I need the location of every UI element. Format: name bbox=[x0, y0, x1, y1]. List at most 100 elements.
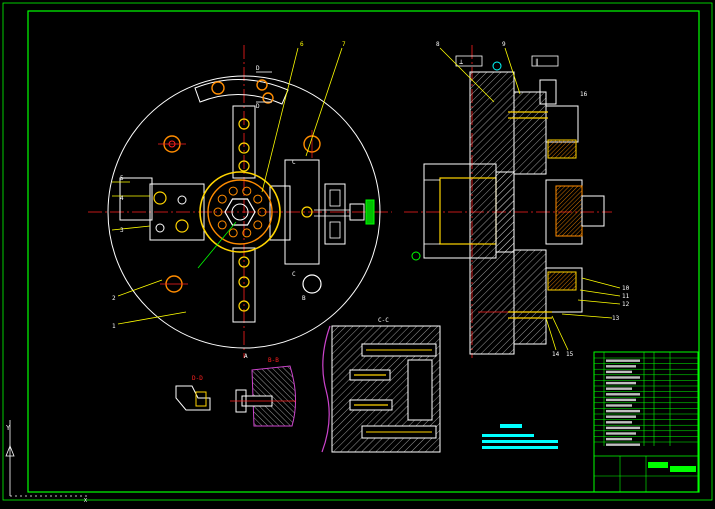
view-marker-a: A bbox=[244, 353, 248, 360]
chuck-hex-nut bbox=[224, 198, 256, 226]
bom-row-text bbox=[606, 398, 636, 402]
notes-heading-bar bbox=[500, 424, 522, 428]
section-bb-view: B-B bbox=[230, 357, 296, 427]
side-cap-top bbox=[539, 79, 557, 105]
arm-upper-bolt-2 bbox=[238, 142, 250, 154]
bom-row-text bbox=[606, 421, 632, 424]
chuck-outer bbox=[199, 171, 281, 253]
arm-upper-bolt-3 bbox=[238, 160, 250, 172]
chuck-hole bbox=[253, 194, 263, 204]
ucs-x-label: X bbox=[84, 498, 87, 504]
chuck-hole bbox=[253, 220, 263, 230]
view-marker-b: B bbox=[302, 295, 306, 302]
plate-upper bbox=[513, 91, 547, 175]
arm-upper-bolt-1 bbox=[238, 118, 250, 130]
balloon-3: 3 bbox=[120, 227, 124, 234]
notes-line-1 bbox=[482, 434, 534, 437]
side-shaft-nut bbox=[555, 185, 583, 237]
bom-row-text bbox=[606, 393, 640, 396]
balloon-2: 2 bbox=[112, 295, 116, 302]
chuck-hole bbox=[242, 186, 252, 196]
view-marker-c-top: C bbox=[292, 159, 296, 166]
top-arc-slot bbox=[194, 79, 289, 105]
chuck-hole-ring bbox=[213, 186, 267, 238]
section-dd-body bbox=[175, 385, 211, 411]
clamp-screw-head bbox=[349, 203, 365, 221]
right-clamp-block bbox=[284, 159, 320, 265]
arm-upper bbox=[232, 105, 256, 179]
bom-row-text bbox=[606, 437, 632, 441]
section-dd-label: D-D bbox=[192, 375, 203, 382]
balloon-16: 16 bbox=[580, 91, 588, 98]
locating-hole-lower-right bbox=[302, 274, 322, 294]
tolerance-frame-2 bbox=[531, 55, 559, 67]
balloon-7: 7 bbox=[342, 41, 346, 48]
left-clamp-bolt-2 bbox=[177, 195, 187, 205]
plate-lower bbox=[513, 249, 547, 345]
front-leaders bbox=[111, 47, 343, 325]
balloon-1: 1 bbox=[112, 323, 116, 330]
bom-row-text bbox=[606, 409, 640, 413]
balloon-10: 10 bbox=[622, 285, 630, 292]
bom-row-text bbox=[606, 359, 640, 362]
view-marker-d-top: D bbox=[256, 65, 260, 72]
balloon-4: 4 bbox=[120, 195, 124, 202]
ucs-axis-icon: Y X bbox=[5, 420, 90, 504]
notes-line-2 bbox=[482, 440, 558, 443]
balloon-15: 15 bbox=[566, 351, 574, 358]
bom-row-text bbox=[606, 381, 636, 385]
front-view: D D C C B A 1 2 3 4 5 6 7 bbox=[88, 41, 392, 360]
side-block-top bbox=[545, 105, 579, 143]
tolerance-symbol-2: ∥ bbox=[535, 58, 539, 66]
side-shaft-end bbox=[581, 195, 605, 227]
chuck-hole bbox=[217, 220, 227, 230]
title-block-name-area bbox=[648, 462, 668, 468]
left-clamp-bolt-1 bbox=[153, 191, 167, 205]
datum-marker bbox=[492, 61, 502, 71]
chuck-ring bbox=[207, 179, 273, 245]
chuck-hole bbox=[228, 228, 238, 238]
ucs-y-label: Y bbox=[6, 424, 11, 432]
chuck-hole bbox=[213, 207, 223, 217]
bom-row-text bbox=[606, 387, 632, 390]
side-nut-bottom bbox=[547, 271, 577, 291]
bom-row-text bbox=[606, 415, 636, 418]
right-stop-inner-2 bbox=[329, 221, 341, 239]
bom-row-text bbox=[606, 426, 640, 430]
chuck-hole bbox=[228, 186, 238, 196]
arm-lower-bolt-2 bbox=[238, 276, 250, 288]
left-clamp-block bbox=[149, 183, 205, 241]
slot-bolt-right bbox=[262, 92, 274, 104]
balloon-12: 12 bbox=[622, 301, 630, 308]
section-cc-view: C-C bbox=[321, 317, 441, 453]
chuck-bore bbox=[231, 203, 249, 221]
clamp-knob-green bbox=[365, 199, 375, 225]
title-block-code-area bbox=[670, 466, 696, 472]
right-block-bolt bbox=[301, 206, 313, 218]
bom-row-text bbox=[606, 404, 632, 407]
hub-step bbox=[495, 171, 515, 253]
chuck-hole bbox=[217, 194, 227, 204]
arm-lower-bolt-1 bbox=[238, 256, 250, 268]
bom-rows bbox=[594, 357, 698, 446]
technical-notes bbox=[482, 424, 558, 449]
bom-row-text bbox=[606, 432, 636, 435]
balloon-8: 8 bbox=[436, 41, 440, 48]
datum-marker-bottom bbox=[411, 251, 421, 261]
title-block bbox=[593, 351, 699, 493]
bom-row-text bbox=[606, 376, 640, 379]
balloon-11: 11 bbox=[622, 293, 630, 300]
side-section-view: ⊥ ∥ 8 9 10 11 12 13 14 15 16 bbox=[404, 41, 630, 358]
arm-lower-bolt-3 bbox=[238, 300, 250, 312]
chuck-hole bbox=[242, 228, 252, 238]
bom-row-text bbox=[606, 443, 640, 446]
section-cc-label: C-C bbox=[378, 317, 389, 324]
balloon-5: 5 bbox=[120, 175, 124, 182]
arm-lower bbox=[232, 247, 256, 323]
tolerance-frame-1 bbox=[455, 55, 483, 67]
right-clamp-plate bbox=[269, 185, 291, 241]
section-cc-break-line bbox=[321, 325, 331, 453]
balloon-14: 14 bbox=[552, 351, 560, 358]
